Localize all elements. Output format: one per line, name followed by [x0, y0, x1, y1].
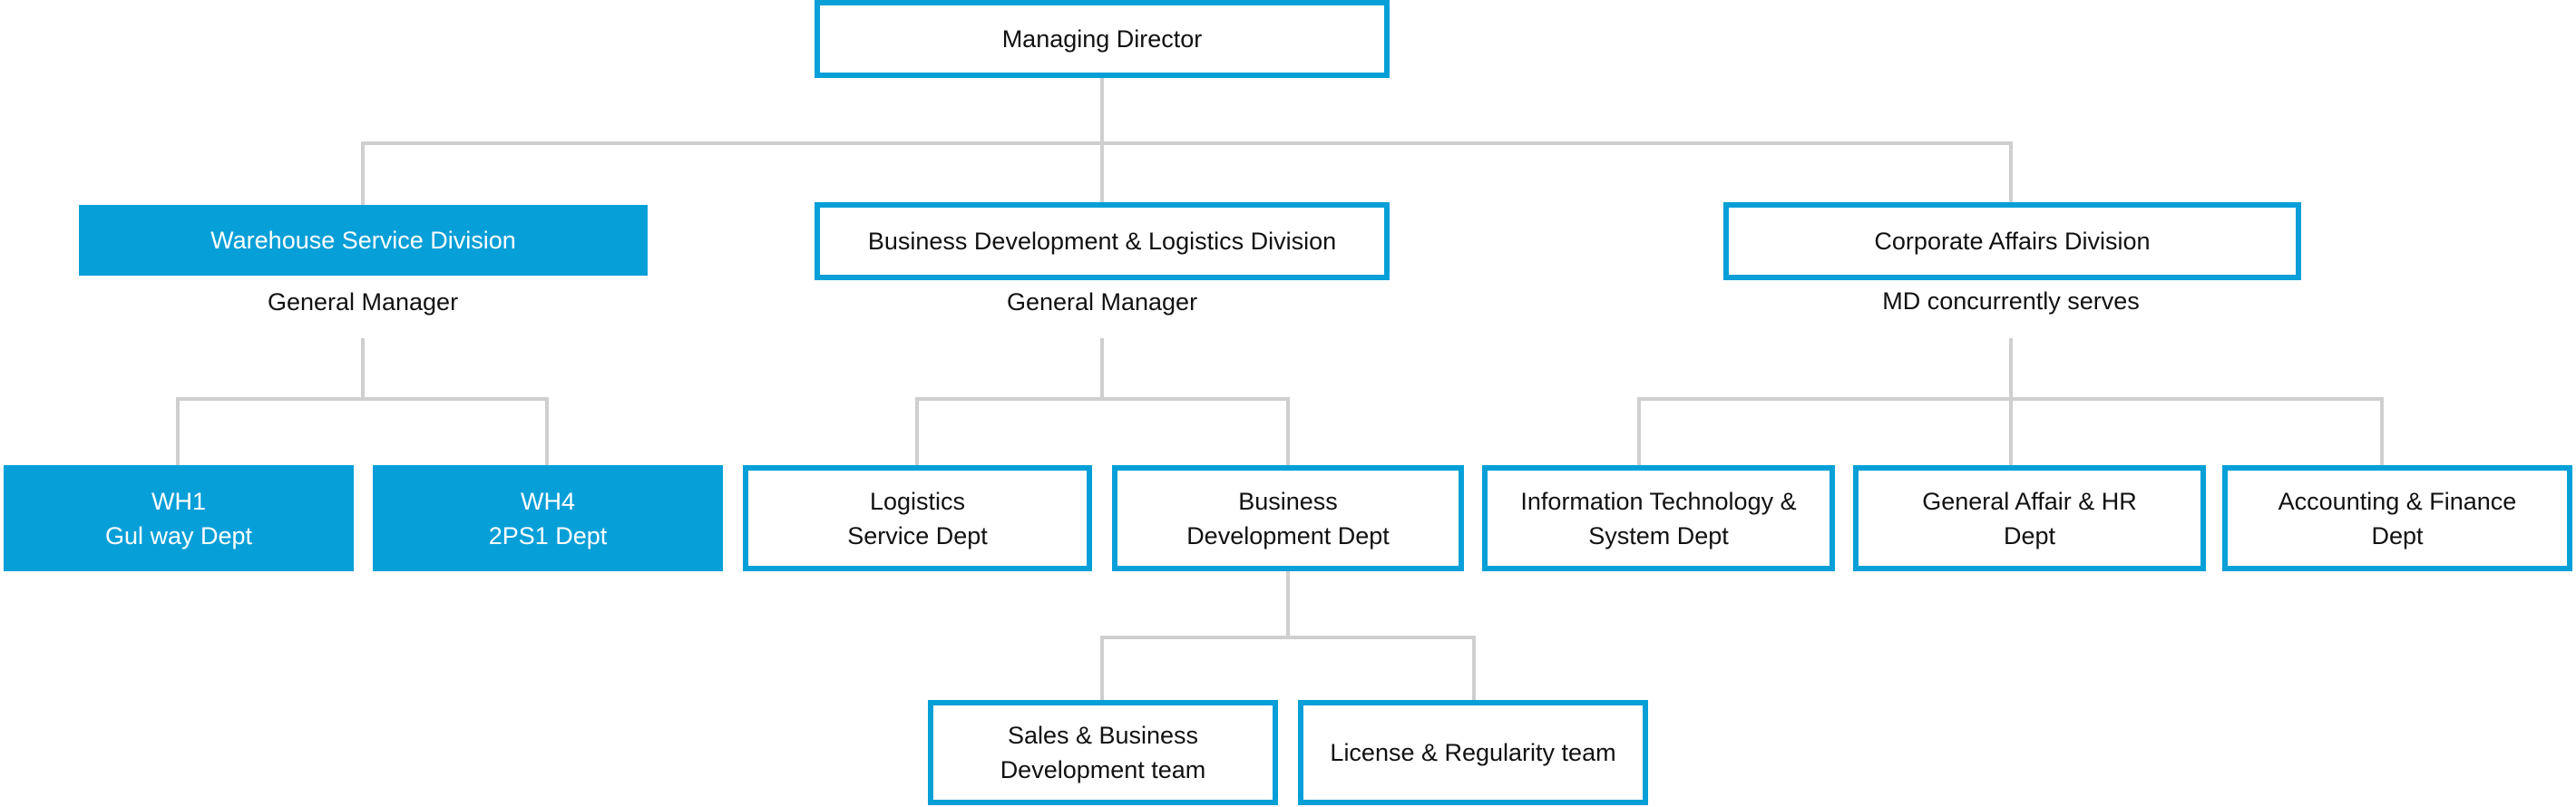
connector — [1472, 636, 1476, 700]
node-accounting-finance-dept: Accounting & Finance Dept — [2222, 465, 2572, 571]
node-it-system-dept: Information Technology & System Dept — [1482, 465, 1835, 571]
connector — [1100, 338, 1104, 401]
division-head-label: MD concurrently serves — [1882, 287, 2140, 315]
connector — [2380, 397, 2384, 465]
node-business-development-logistics-division: Business Development & Logistics Divisio… — [815, 202, 1390, 280]
connector — [1100, 636, 1104, 700]
connector — [176, 397, 180, 465]
connector — [361, 338, 365, 401]
node-wh1-dept: WH1 Gul way Dept — [4, 465, 354, 571]
connector — [915, 397, 919, 465]
division-head-label: General Manager — [267, 288, 459, 316]
connector — [2009, 141, 2013, 202]
node-business-development-dept: Business Development Dept — [1112, 465, 1464, 571]
node-general-affair-hr-dept: General Affair & HR Dept — [1853, 465, 2206, 571]
connector — [2009, 397, 2013, 465]
connector — [1637, 397, 1641, 465]
division-head-label: General Manager — [1006, 288, 1198, 316]
connector — [545, 397, 549, 465]
connector — [361, 141, 365, 205]
connector — [1100, 141, 1104, 202]
node-license-regularity-team: License & Regularity team — [1298, 700, 1648, 805]
node-wh4-dept: WH4 2PS1 Dept — [373, 465, 723, 571]
node-corporate-affairs-division: Corporate Affairs Division — [1723, 202, 2301, 280]
connector — [2009, 338, 2013, 401]
connector — [1286, 397, 1290, 465]
node-managing-director: Managing Director — [815, 0, 1390, 78]
node-warehouse-service-division: Warehouse Service Division — [79, 205, 648, 276]
connector — [176, 397, 549, 401]
connector — [1100, 77, 1104, 145]
connector — [361, 141, 2013, 145]
node-logistics-service-dept: Logistics Service Dept — [743, 465, 1092, 571]
connector — [1286, 571, 1290, 639]
connector — [1100, 636, 1476, 639]
connector — [915, 397, 1290, 401]
node-sales-business-development-team: Sales & Business Development team — [928, 700, 1278, 805]
